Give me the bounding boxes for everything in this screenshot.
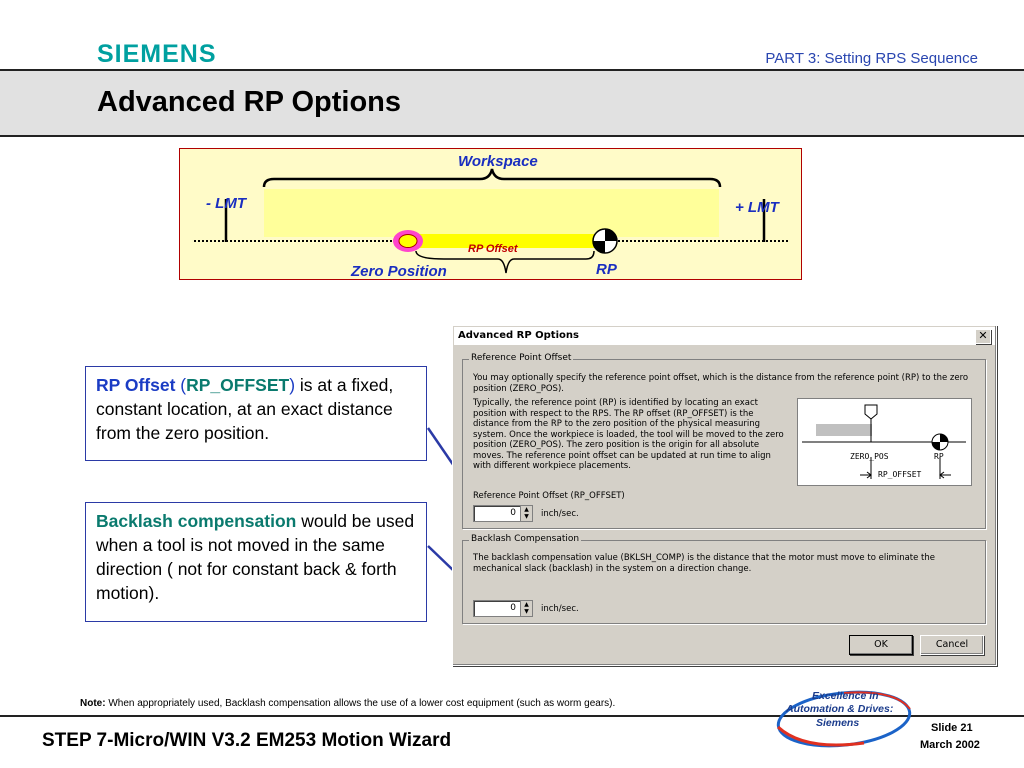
rp-offset-figure: ZERO_POS RP RP_OFFSET: [797, 398, 972, 486]
rp-offset-figure-graphic: [802, 404, 966, 479]
group-label: Reference Point Offset: [469, 353, 574, 363]
backlash-value: 0: [510, 603, 516, 613]
excellence-badge: Excellence in Automation & Drives: Sieme…: [774, 687, 914, 749]
rp-offset-bar: [406, 234, 596, 248]
workpiece-shape: [816, 424, 872, 436]
group-body-text: Typically, the reference point (RP) is i…: [473, 398, 784, 471]
backlash-description: The backlash compensation value (BKLSH_C…: [473, 553, 936, 574]
rp-offset-input[interactable]: 0 ▲▼: [473, 505, 533, 522]
backlash-callout: Backlash compensation would be used when…: [85, 502, 427, 622]
rp-offset-value: 0: [510, 508, 516, 518]
rp-offset-callout: RP Offset (RP_OFFSET) is at a fixed, con…: [85, 366, 427, 461]
callout-paren: (: [175, 375, 187, 395]
offset-brace: [415, 250, 595, 274]
backlash-compensation-group: Backlash Compensation The backlash compe…: [462, 534, 986, 624]
workspace-diagram: Workspace - LMT + LMT RP Offset Zero Pos…: [179, 148, 802, 280]
backlash-input[interactable]: 0 ▲▼: [473, 600, 533, 617]
offset-left-arrow: [860, 471, 872, 479]
figure-rp-label: RP: [934, 452, 944, 461]
badge-line-3: Siemens: [816, 717, 860, 729]
section-label: PART 3: Setting RPS Sequence: [765, 50, 978, 67]
callout-term: RP Offset: [96, 375, 176, 395]
callout-text: would be used when a tool is not moved i…: [96, 511, 415, 603]
badge-line-1: Excellence in: [812, 690, 879, 702]
zero-position-label: Zero Position: [351, 263, 447, 280]
rp-offset-label: RP Offset: [468, 243, 518, 255]
note-text: When appropriately used, Backlash compen…: [105, 698, 616, 709]
dialog-titlebar[interactable]: Advanced RP Options ✕: [454, 327, 995, 345]
slide-number: Slide 21: [931, 722, 973, 734]
workspace-area: [264, 189, 719, 237]
title-band: [0, 69, 1024, 137]
group-label: Backlash Compensation: [469, 534, 582, 544]
badge-line-2: Automation & Drives:: [786, 703, 894, 715]
footer-divider: [0, 715, 1024, 717]
callout-paren: ): [289, 375, 296, 395]
offset-right-arrow: [939, 471, 951, 479]
tool-icon: [864, 404, 878, 420]
callout-term: Backlash compensation: [96, 511, 297, 531]
note-label: Note:: [80, 698, 106, 709]
callout-code: RP_OFFSET: [186, 375, 290, 395]
footer-title: STEP 7-Micro/WIN V3.2 EM253 Motion Wizar…: [42, 730, 452, 751]
badge-swoosh: [776, 690, 912, 748]
ok-button[interactable]: OK: [849, 635, 913, 655]
slide-date: March 2002: [920, 739, 980, 751]
siemens-logo: SIEMENS: [97, 40, 217, 68]
footnote: Note: When appropriately used, Backlash …: [80, 698, 615, 709]
figure-zero-pos-label: ZERO_POS: [850, 452, 889, 461]
rp-label: RP: [596, 261, 617, 278]
dialog-title: Advanced RP Options: [458, 330, 579, 341]
minus-lmt-label: - LMT: [206, 195, 246, 212]
rp-offset-field-label: Reference Point Offset (RP_OFFSET): [473, 491, 625, 501]
page-title: Advanced RP Options: [97, 86, 402, 118]
workspace-figure: [194, 168, 790, 274]
reference-point-offset-group: Reference Point Offset You may optionall…: [462, 353, 986, 529]
rp-offset-unit: inch/sec.: [541, 509, 579, 519]
backlash-unit: inch/sec.: [541, 604, 579, 614]
cancel-button[interactable]: Cancel: [920, 635, 984, 655]
backlash-spinner[interactable]: ▲▼: [520, 601, 532, 616]
advanced-rp-options-dialog: Advanced RP Options ✕ Reference Point Of…: [452, 325, 997, 666]
callout-text: is at a fixed, constant location, at an …: [96, 375, 394, 443]
rp-offset-spinner[interactable]: ▲▼: [520, 506, 532, 521]
plus-lmt-label: + LMT: [735, 199, 779, 216]
workspace-label: Workspace: [458, 153, 538, 170]
group-intro-text: You may optionally specify the reference…: [473, 373, 969, 394]
close-icon[interactable]: ✕: [975, 329, 991, 344]
workspace-brace: [262, 168, 722, 188]
figure-rp-offset-label: RP_OFFSET: [878, 470, 922, 479]
